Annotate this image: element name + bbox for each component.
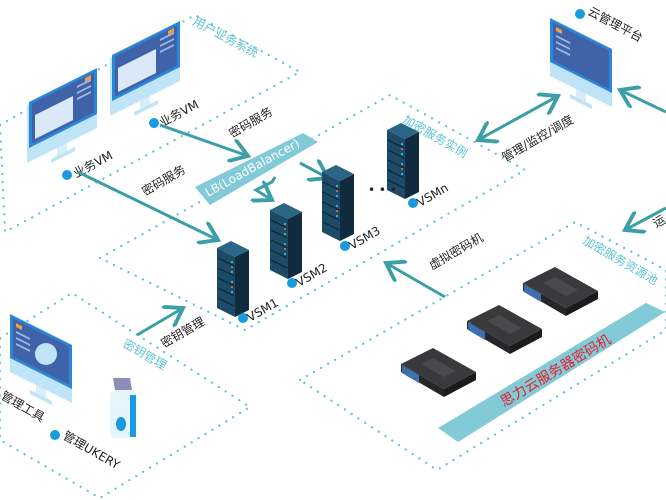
manage-monitor-schedule-label: 管理/监控/调度 [499, 112, 576, 165]
user-vm-label: 业务VM [70, 147, 115, 180]
vm-dot-icon [149, 118, 159, 128]
vsm-ellipsis: • • • [368, 183, 397, 197]
cloud-dot-icon [575, 9, 585, 19]
zone-label-resource-pool: 加密服务资源池 [581, 233, 661, 288]
cloud-platform-label: 云管理平台 [586, 3, 646, 44]
hardware-hsm-icon [467, 305, 542, 354]
vsm-rack-icon [216, 240, 250, 318]
pool-arrow [625, 206, 666, 230]
load-balancer-bar [195, 133, 318, 205]
crypto-service-label: 密码服务 [226, 104, 275, 141]
crypto-service-label: 密码服务 [139, 162, 188, 199]
crypto-service-arrow [77, 170, 218, 240]
hardware-bar [438, 303, 665, 442]
virtual-hsm-arrow [386, 263, 446, 299]
usb-key-icon [110, 378, 136, 438]
crypto-service-arrow [159, 123, 248, 156]
vsm-rack-icon [269, 202, 303, 280]
manage-arrow [478, 96, 558, 140]
cloud-platform-monitor [550, 18, 612, 119]
virtual-hsm-label: 虚拟密码机 [426, 230, 485, 273]
vsm-dot-icon [408, 198, 418, 208]
vsm-label: VSM1 [245, 296, 281, 325]
vsm-label: VSMn [415, 181, 451, 210]
hardware-hsm-icon [523, 267, 598, 316]
vsm-rack-icon [321, 164, 355, 242]
hardware-hsm-icon [401, 348, 476, 397]
ukey-dot-icon [50, 430, 60, 440]
vm-dot-icon [62, 170, 72, 180]
user-avatar-icon [35, 343, 57, 365]
cloud-arrow [620, 90, 666, 114]
lb-branch-arrow [256, 176, 277, 200]
right-edge-partial-label: 运 [651, 212, 666, 230]
vsm-dot-icon [287, 278, 297, 288]
key-management-arrow [136, 308, 183, 337]
vsm-dot-icon [238, 313, 248, 323]
zone-crypto-instances [97, 93, 528, 332]
vsm-dot-icon [340, 241, 350, 251]
zone-label-user-system: 用户业务系统 [191, 13, 262, 60]
